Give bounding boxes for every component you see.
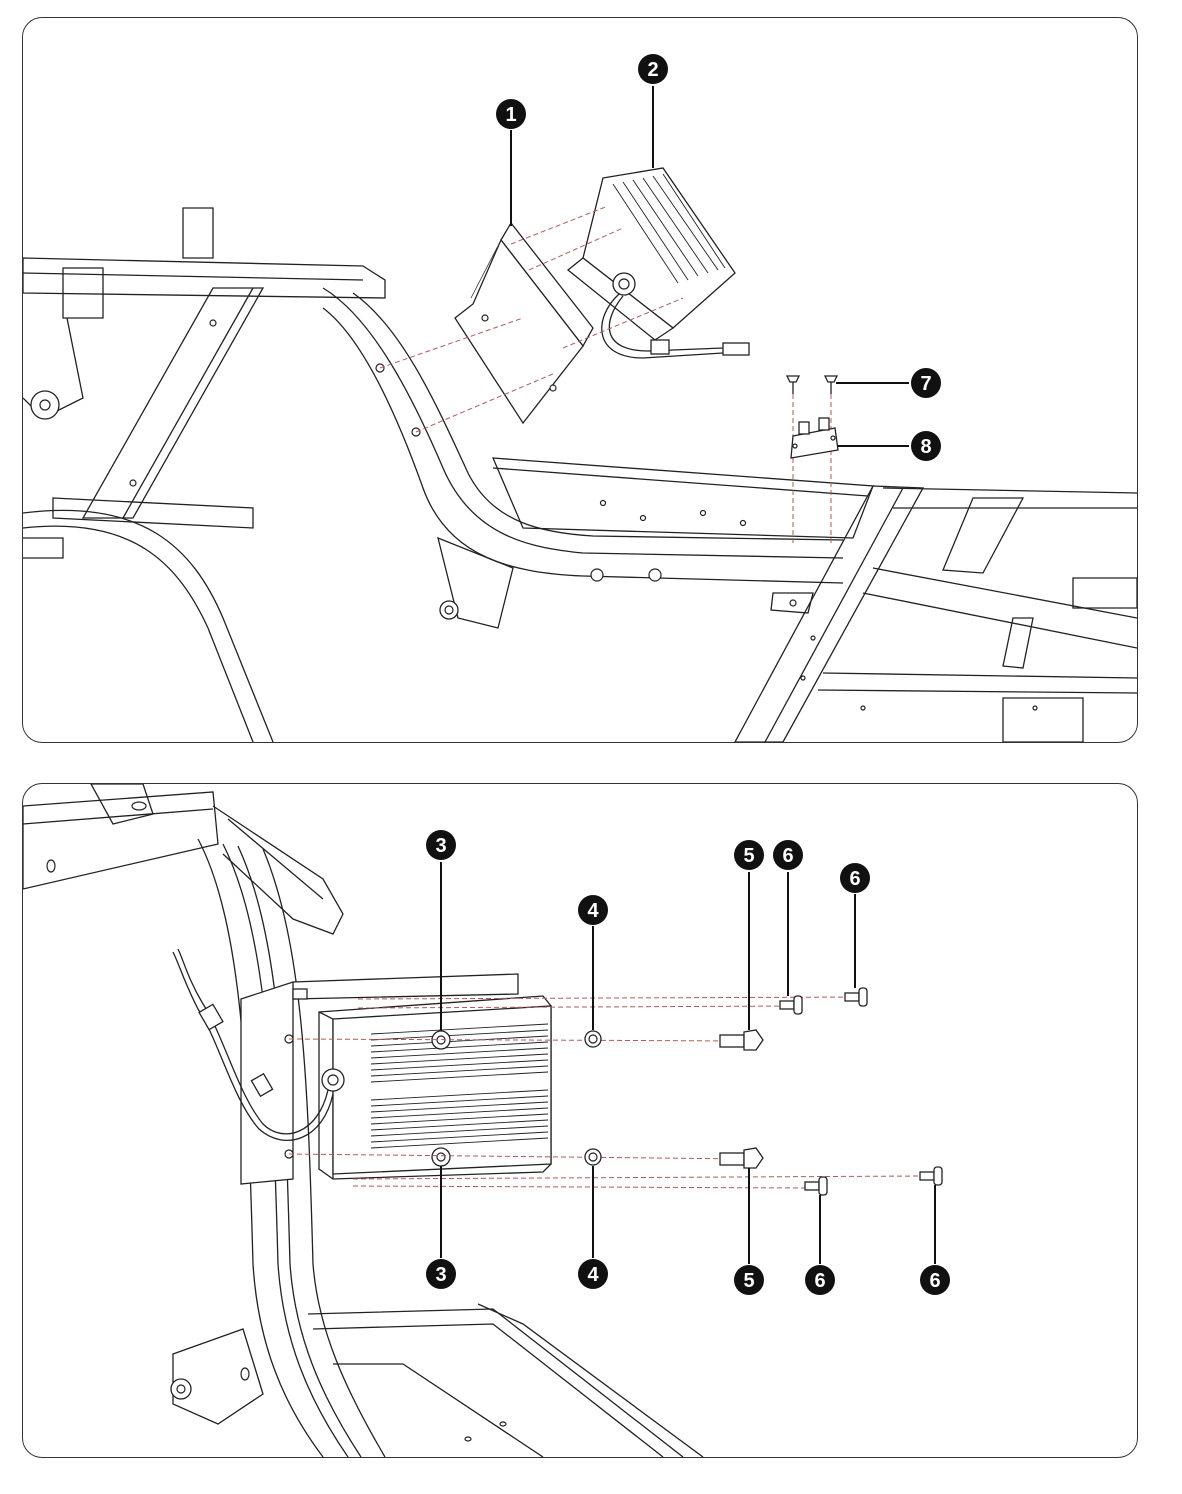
washers-item4 — [584, 1030, 602, 1166]
heatsink-fins — [612, 173, 726, 284]
mounting-bracket — [454, 221, 594, 425]
terminal-block-item8 — [790, 417, 839, 459]
svg-text:5: 5 — [743, 1270, 754, 1292]
frame-lower-section — [170, 1303, 704, 1457]
callout-6-lower-b: 6 — [920, 1265, 950, 1295]
frame-s-rail — [322, 287, 844, 629]
top-assembly-panel: 1 2 7 8 — [22, 17, 1138, 743]
svg-text:2: 2 — [647, 59, 658, 81]
svg-text:6: 6 — [782, 845, 793, 867]
bottom-assembly-drawing: 3 3 4 4 5 5 6 6 6 6 — [23, 784, 950, 1457]
svg-text:6: 6 — [929, 1270, 940, 1292]
bottom-assembly-panel: 3 3 4 4 5 5 6 6 6 6 — [22, 783, 1138, 1458]
svg-text:3: 3 — [435, 835, 446, 857]
svg-text:7: 7 — [920, 373, 931, 395]
callout-2: 2 — [638, 54, 668, 84]
top-assembly-drawing: 1 2 7 8 — [23, 54, 1137, 742]
frame-right-section — [734, 485, 1137, 742]
alignment-lines-top — [379, 205, 832, 543]
frame-curved-rail — [23, 509, 274, 742]
dc-converter-unit — [318, 995, 552, 1180]
svg-text:3: 3 — [435, 1264, 446, 1286]
svg-text:5: 5 — [743, 845, 754, 867]
callout-5-upper: 5 — [734, 840, 764, 870]
callout-1: 1 — [496, 99, 526, 129]
callout-6-upper-b: 6 — [840, 863, 870, 893]
callout-8: 8 — [911, 431, 941, 461]
svg-text:6: 6 — [814, 1270, 825, 1292]
svg-text:6: 6 — [849, 868, 860, 890]
svg-text:8: 8 — [920, 436, 931, 458]
heatsink-fins — [370, 1023, 549, 1149]
callout-7: 7 — [911, 368, 941, 398]
callout-4-lower: 4 — [578, 1259, 608, 1289]
frame-curved-rail — [197, 838, 386, 1457]
screws-item6 — [779, 987, 943, 1196]
callout-6-upper-a: 6 — [773, 840, 803, 870]
frame-floor-pan — [491, 457, 874, 539]
frame-upper-rail — [23, 784, 344, 935]
dc-converter-unit — [566, 167, 750, 359]
svg-text:4: 4 — [587, 1264, 599, 1286]
callout-4-upper: 4 — [578, 895, 608, 925]
callout-6-lower-a: 6 — [805, 1265, 835, 1295]
svg-text:4: 4 — [587, 900, 599, 922]
alignment-lines-bottom — [288, 996, 924, 1189]
frame-left-rail — [23, 207, 386, 529]
bolts-item5 — [719, 1029, 764, 1169]
screws-item7 — [785, 375, 839, 394]
svg-text:1: 1 — [505, 104, 516, 126]
callout-5-lower: 5 — [734, 1265, 764, 1295]
callout-3-lower: 3 — [426, 1259, 456, 1289]
callout-3-upper: 3 — [426, 830, 456, 860]
wiring-harness — [172, 948, 334, 1142]
